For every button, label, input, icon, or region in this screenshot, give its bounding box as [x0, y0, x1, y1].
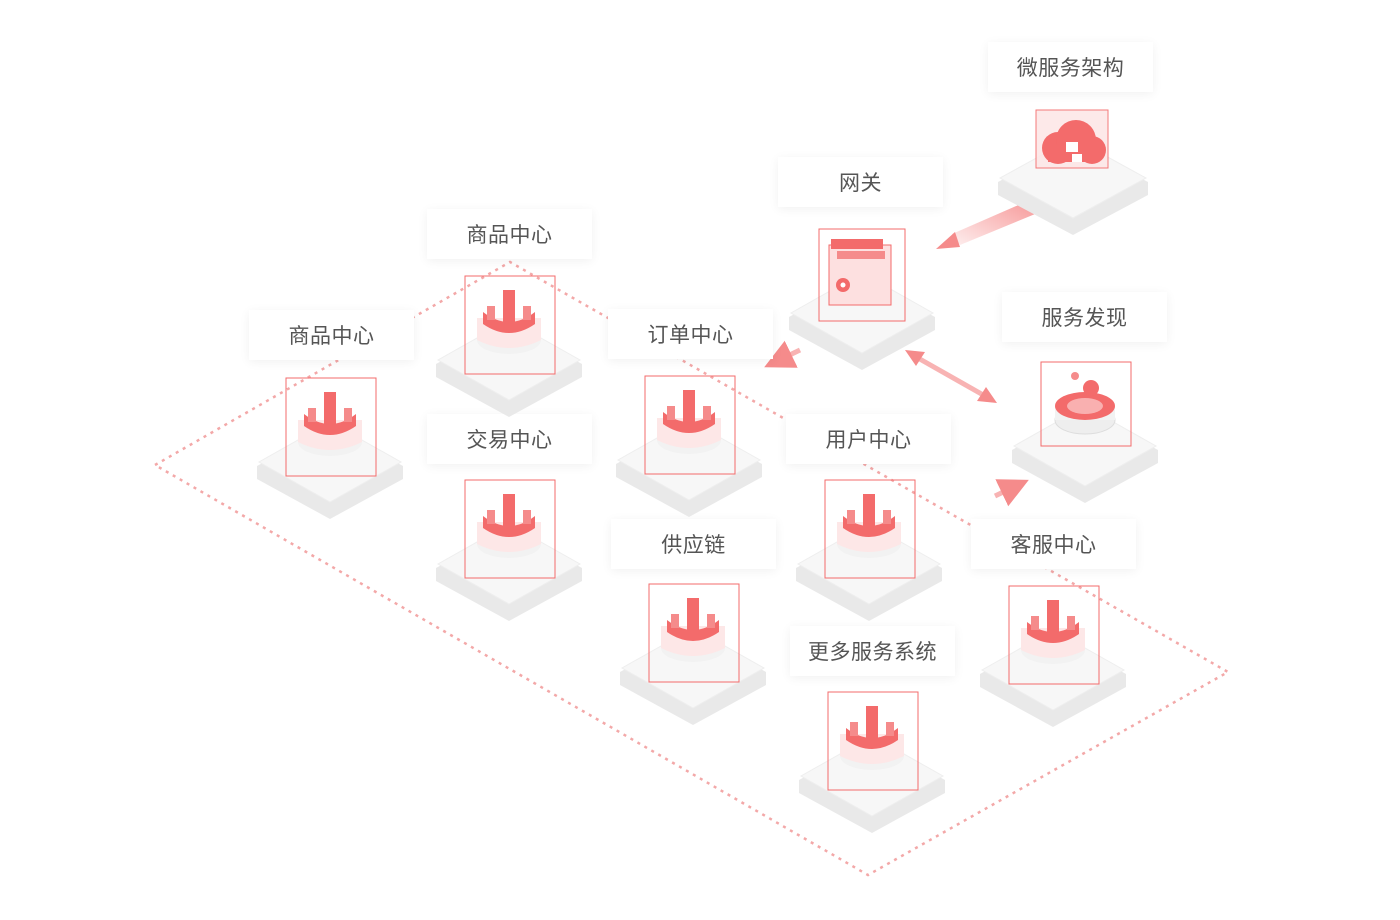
label-gateway: 网关 [778, 157, 943, 207]
node-goods-a [436, 262, 607, 432]
label-goods-a: 商品中心 [427, 209, 592, 259]
node-microservice [988, 100, 1158, 270]
label-more: 更多服务系统 [790, 626, 955, 676]
node-more [799, 678, 970, 848]
service-module-icon [620, 583, 766, 725]
service-module-icon [436, 479, 582, 621]
node-order [616, 362, 787, 532]
label-user: 用户中心 [786, 414, 951, 464]
service-module-icon [436, 275, 582, 417]
arrow-gateway-to-services [764, 340, 802, 368]
label-customer: 客服中心 [971, 519, 1136, 569]
node-goods-b [257, 364, 428, 534]
node-trade [436, 466, 607, 636]
cloud-icon [998, 109, 1148, 235]
discovery-icon [1012, 361, 1158, 503]
label-discovery: 服务发现 [1002, 292, 1167, 342]
label-order: 订单中心 [608, 309, 773, 359]
arrow-gateway-discovery [905, 350, 997, 403]
gateway-server-icon [789, 228, 935, 370]
service-module-icon [257, 377, 403, 519]
label-trade: 交易中心 [427, 414, 592, 464]
service-module-icon [796, 479, 942, 621]
label-goods-b: 商品中心 [249, 310, 414, 360]
label-supply: 供应链 [611, 519, 776, 569]
service-module-icon [799, 691, 945, 833]
node-user [796, 466, 967, 636]
node-customer [980, 572, 1151, 742]
node-supply [620, 570, 791, 740]
arrow-services-to-discovery [993, 479, 1029, 507]
arrow-microservice-to-gateway [936, 200, 1040, 249]
service-module-icon [616, 375, 762, 517]
service-module-icon [980, 585, 1126, 727]
label-microservice: 微服务架构 [988, 42, 1153, 92]
node-gateway [787, 215, 957, 385]
node-discovery [1012, 348, 1183, 518]
